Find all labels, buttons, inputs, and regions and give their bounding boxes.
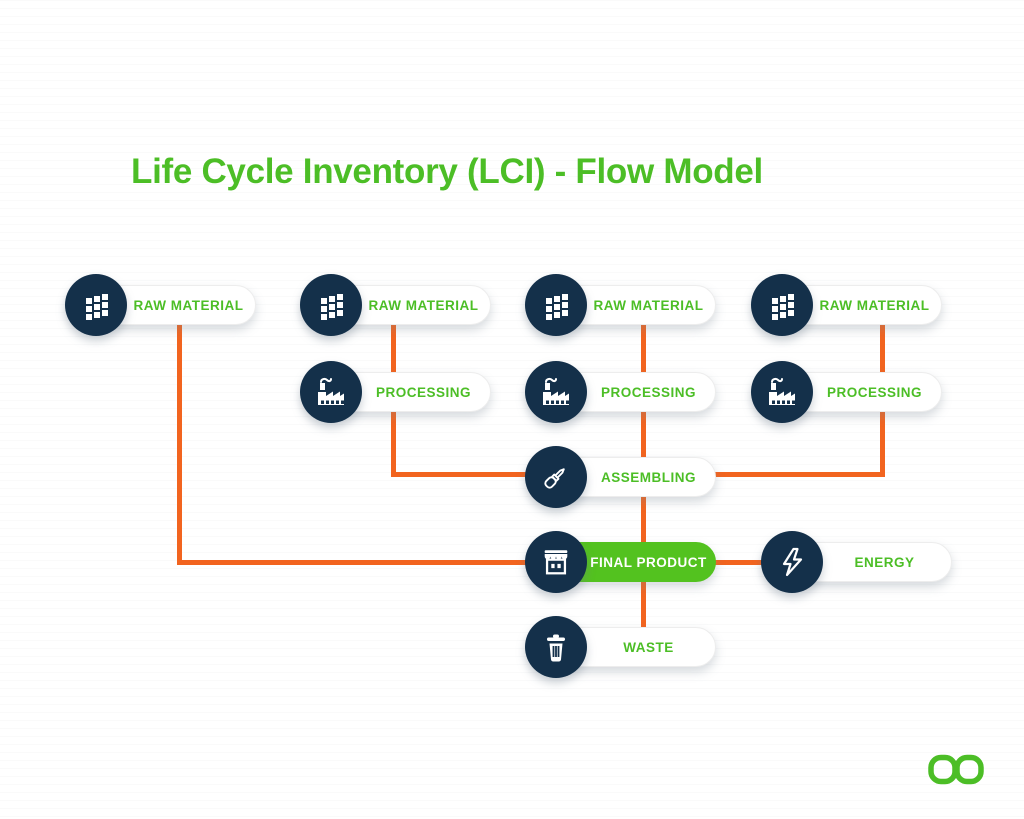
waste-label: WASTE <box>623 639 674 655</box>
connector-rawmaterial4-to-assembling <box>714 472 885 477</box>
page-title: Life Cycle Inventory (LCI) - Flow Model <box>131 152 763 191</box>
node-processing-2: PROCESSING <box>525 361 747 423</box>
node-final-product: FINAL PRODUCT <box>525 531 747 593</box>
node-raw-material-1: RAW MATERIAL <box>65 274 287 336</box>
node-raw-material-2: RAW MATERIAL <box>300 274 522 336</box>
blocks-icon <box>751 274 813 336</box>
assembling-label: ASSEMBLING <box>600 469 696 485</box>
factory-icon <box>300 361 362 423</box>
screwdriver-icon <box>525 446 587 508</box>
raw-material-4-label: RAW MATERIAL <box>819 297 930 313</box>
energy-label: ENERGY <box>854 554 915 570</box>
blocks-icon <box>300 274 362 336</box>
node-energy: ENERGY <box>761 531 983 593</box>
final-product-label: FINAL PRODUCT <box>590 554 707 570</box>
store-icon <box>525 531 587 593</box>
node-waste: WASTE <box>525 616 747 678</box>
node-processing-1: PROCESSING <box>300 361 522 423</box>
blocks-icon <box>65 274 127 336</box>
connector-rawmaterial1-to-finalproduct <box>177 560 527 565</box>
bolt-icon <box>761 531 823 593</box>
connector-rawmaterial1-down <box>177 323 182 565</box>
trash-icon <box>525 616 587 678</box>
node-raw-material-4: RAW MATERIAL <box>751 274 973 336</box>
node-raw-material-3: RAW MATERIAL <box>525 274 747 336</box>
blocks-icon <box>525 274 587 336</box>
factory-icon <box>525 361 587 423</box>
infinity-loop-logo <box>927 753 985 787</box>
processing-1-label: PROCESSING <box>375 384 472 400</box>
connector-finalproduct-to-energy <box>714 560 764 565</box>
factory-icon <box>751 361 813 423</box>
processing-2-label: PROCESSING <box>600 384 697 400</box>
node-assembling: ASSEMBLING <box>525 446 747 508</box>
node-processing-3: PROCESSING <box>751 361 973 423</box>
raw-material-1-label: RAW MATERIAL <box>133 297 244 313</box>
processing-3-label: PROCESSING <box>826 384 923 400</box>
connector-rawmaterial2-to-assembling <box>391 472 528 477</box>
raw-material-3-label: RAW MATERIAL <box>593 297 704 313</box>
raw-material-2-label: RAW MATERIAL <box>368 297 479 313</box>
